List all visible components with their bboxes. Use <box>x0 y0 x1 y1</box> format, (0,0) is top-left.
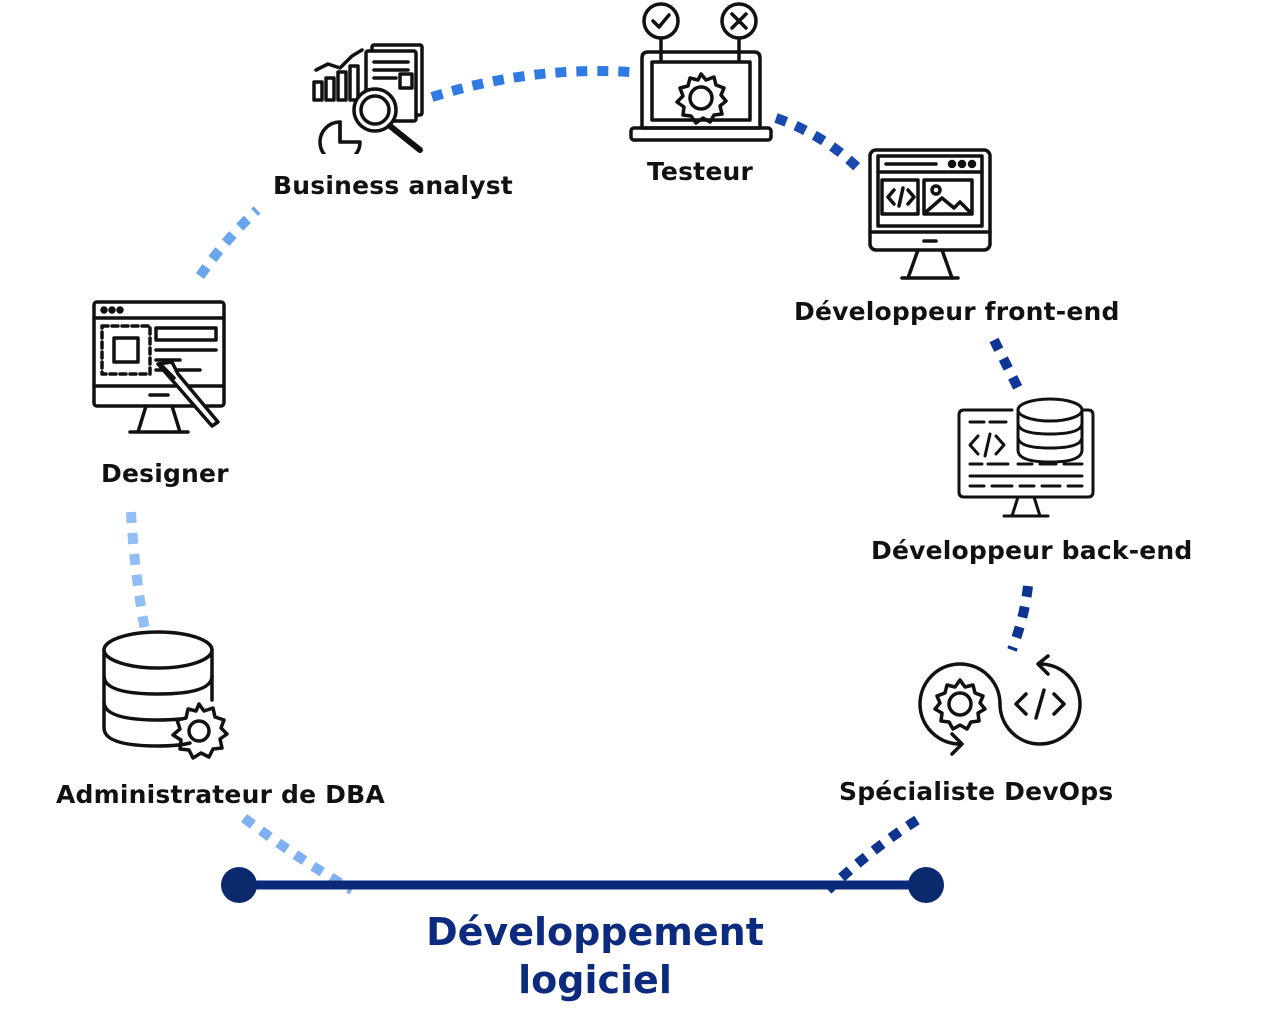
backend-developer-icon <box>957 397 1095 518</box>
role-label-devops-specialist: Spécialiste DevOps <box>839 777 1114 806</box>
business-analyst-icon <box>312 43 424 154</box>
connector-designer-to-dba <box>126 511 150 631</box>
tester-icon <box>629 2 773 142</box>
baseline-left-dot <box>221 867 257 903</box>
diagram-title: Développement logiciel <box>330 908 860 1004</box>
role-label-designer: Designer <box>101 459 229 488</box>
connector-designer-to-business-analyst <box>195 206 261 279</box>
devops-icon <box>918 654 1082 756</box>
role-label-business-analyst: Business analyst <box>273 171 513 200</box>
connector-dba-to-baseline <box>241 813 355 895</box>
designer-icon <box>92 300 226 434</box>
title-line-1: Développement <box>426 910 764 954</box>
frontend-developer-icon <box>868 148 992 280</box>
role-label-backend-developer: Développeur back-end <box>871 536 1193 565</box>
connector-backend-to-devops <box>1007 585 1033 652</box>
connector-tester-to-frontend <box>774 113 864 174</box>
connector-frontend-to-backend <box>989 337 1023 391</box>
database-admin-icon <box>102 630 229 760</box>
role-label-frontend-developer: Développeur front-end <box>794 297 1120 326</box>
title-line-2: logiciel <box>518 958 672 1002</box>
connector-devops-to-baseline <box>824 815 920 894</box>
baseline-right-dot <box>908 867 944 903</box>
role-label-database-admin: Administrateur de DBA <box>56 780 385 809</box>
connector-business-analyst-to-tester <box>430 66 631 102</box>
role-label-tester: Testeur <box>647 157 754 186</box>
